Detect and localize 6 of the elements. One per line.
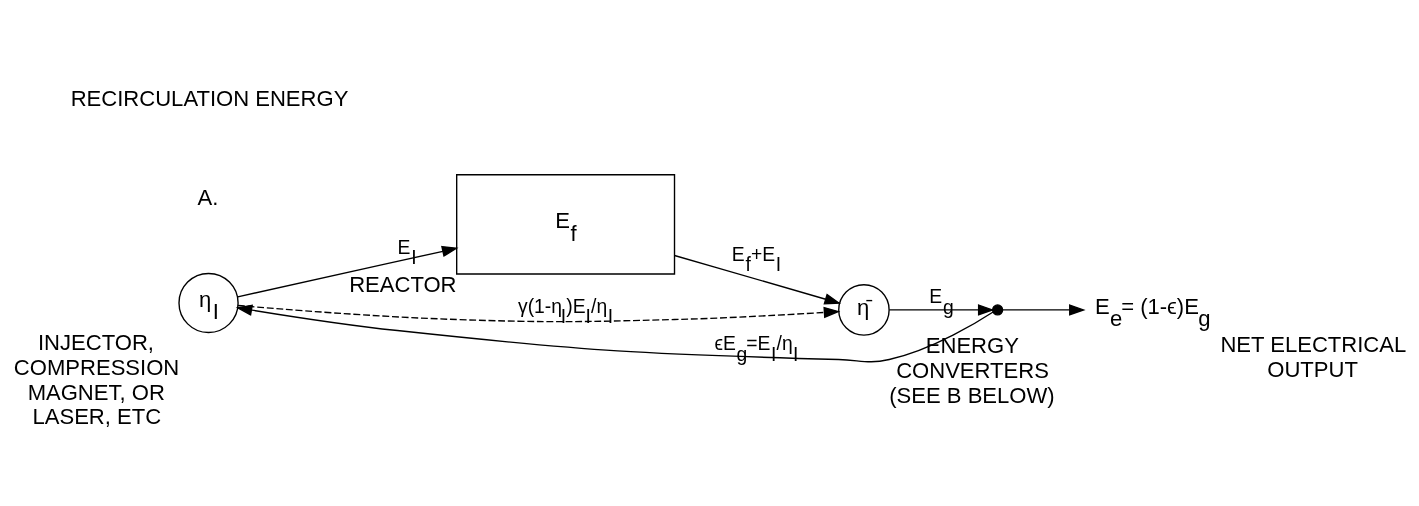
node-label: NET ELECTRICAL OUTPUT [1220, 331, 1407, 382]
node-label: ENERGY CONVERTERS (SEE B BELOW) [889, 332, 1055, 407]
label: A. [197, 184, 219, 210]
node-label: REACTOR [349, 271, 457, 297]
node-label: INJECTOR, COMPRESSION MAGNET, OR LASER, ETC [13, 329, 180, 429]
label: RECIRCULATION ENERGY [70, 85, 349, 111]
